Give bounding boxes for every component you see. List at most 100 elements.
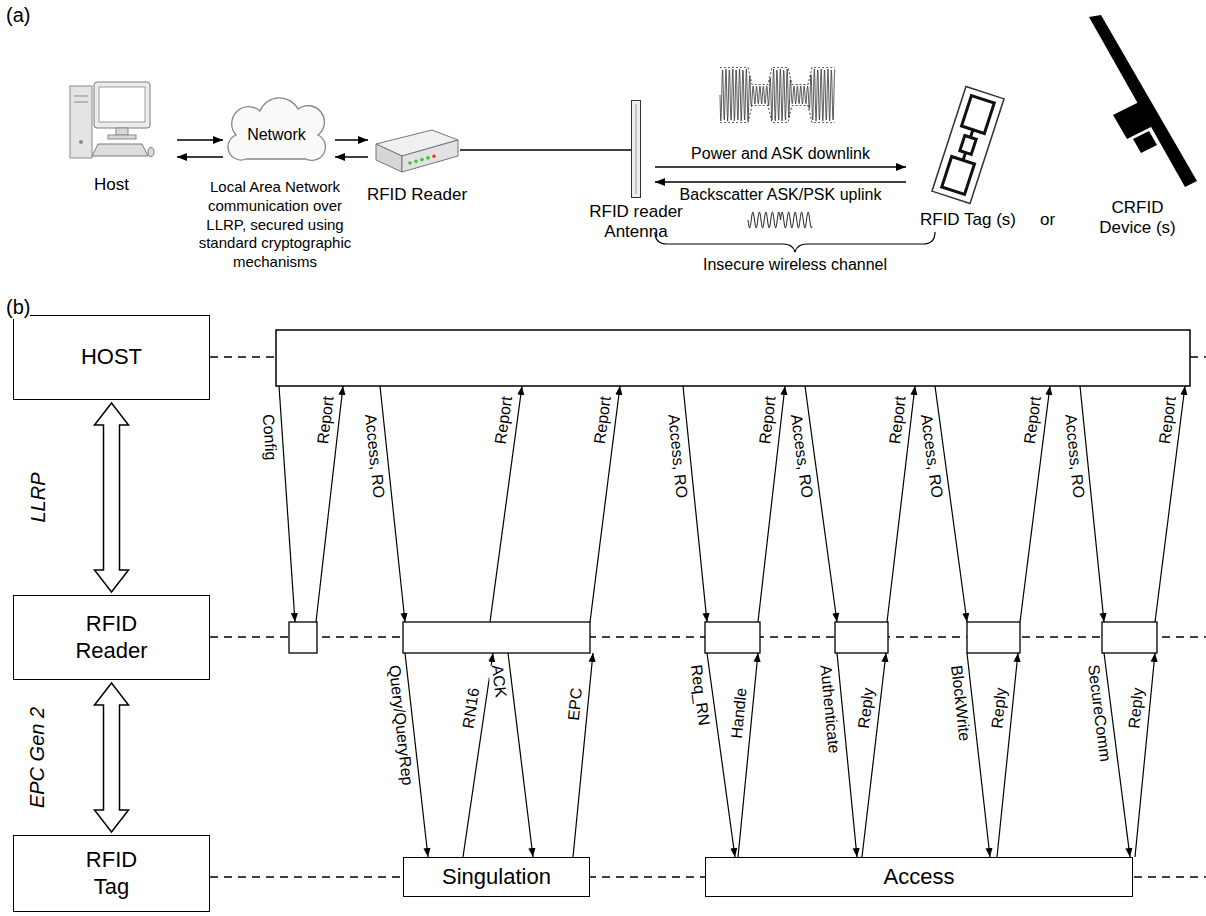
reader-activation-box bbox=[967, 622, 1020, 653]
message-label: SecureComm bbox=[1083, 664, 1114, 763]
channel-label: Insecure wireless channel bbox=[703, 256, 887, 274]
ask-waveform bbox=[720, 69, 835, 121]
message-arrow bbox=[837, 653, 857, 857]
host-activation-bar bbox=[276, 330, 1190, 386]
reader-activation-box bbox=[835, 622, 888, 653]
message-arrow bbox=[573, 653, 593, 857]
protocol-label: LLRP bbox=[27, 472, 50, 522]
message-arrow bbox=[1020, 386, 1050, 622]
message-label: Access, RO bbox=[1061, 413, 1088, 499]
message-arrow bbox=[490, 386, 522, 622]
message-arrow bbox=[805, 386, 837, 622]
message-label: BlockWrite bbox=[946, 664, 973, 742]
message-label: Reply bbox=[988, 687, 1010, 730]
panel-label: (a) bbox=[6, 4, 30, 27]
reader-activation-box bbox=[289, 622, 317, 653]
message-label: Report bbox=[1021, 395, 1045, 445]
protocol-double-arrow bbox=[95, 683, 129, 832]
reader-icon bbox=[374, 118, 460, 175]
waveform-envelope bbox=[720, 68, 835, 123]
layer-box: RFID Reader bbox=[13, 595, 210, 680]
message-label: Access, RO bbox=[664, 413, 691, 499]
message-label: Reply bbox=[1125, 687, 1147, 730]
message-arrow bbox=[738, 653, 758, 857]
box-label: Singulation bbox=[442, 864, 551, 890]
network-note: Local Area Network communication over LL… bbox=[194, 178, 356, 272]
message-arrow bbox=[707, 653, 735, 857]
edge-label: Backscatter ASK/PSK uplink bbox=[680, 186, 882, 204]
phase-box: Singulation bbox=[403, 857, 590, 897]
protocol-double-arrow bbox=[95, 403, 129, 592]
message-arrow bbox=[997, 653, 1018, 857]
message-arrow bbox=[1135, 653, 1155, 857]
message-arrow bbox=[1155, 386, 1185, 622]
box-label: Access bbox=[884, 864, 955, 890]
protocol-label: EPC Gen 2 bbox=[27, 707, 50, 808]
message-label: Authenticate bbox=[816, 664, 843, 754]
node-label: RFID Tag (s) bbox=[920, 210, 1016, 230]
antenna-icon bbox=[631, 100, 641, 198]
message-label: Handle bbox=[727, 687, 750, 739]
reader-activation-box bbox=[705, 622, 760, 653]
message-label: Access, RO bbox=[917, 413, 947, 499]
flow-arrow bbox=[655, 181, 906, 182]
message-label: Report bbox=[591, 395, 615, 445]
message-arrow bbox=[887, 386, 915, 622]
message-label: Reply bbox=[855, 687, 878, 730]
flow-arrow bbox=[335, 156, 368, 157]
message-arrow bbox=[590, 386, 620, 622]
message-label: Config bbox=[259, 413, 280, 460]
or-label: or bbox=[1040, 210, 1055, 230]
host-computer: Host bbox=[68, 80, 155, 165]
reader-activation-box bbox=[1102, 622, 1157, 653]
message-label: ACK bbox=[487, 664, 509, 699]
message-arrow bbox=[935, 386, 967, 622]
host-icon bbox=[68, 80, 155, 165]
message-arrow bbox=[1080, 386, 1104, 622]
message-arrow bbox=[380, 386, 405, 622]
message-arrows bbox=[279, 386, 1185, 857]
node-label: Host bbox=[94, 175, 129, 195]
box-label: RFID Tag bbox=[72, 847, 152, 900]
node-label: RFID reader Antenna bbox=[586, 202, 686, 243]
message-label: Report bbox=[492, 395, 517, 445]
reader-activation-box bbox=[403, 622, 590, 653]
flow-arrow bbox=[655, 166, 906, 167]
tag-icon bbox=[918, 85, 1018, 205]
cable-line bbox=[460, 149, 631, 150]
message-label: Report bbox=[886, 395, 910, 445]
message-label: EPC bbox=[564, 687, 586, 722]
node-label: Network bbox=[247, 125, 306, 144]
reader-antenna: RFID reader Antenna bbox=[631, 100, 641, 198]
message-arrow bbox=[683, 386, 707, 622]
node-label: RFID Reader bbox=[367, 185, 467, 205]
host-lifeline bbox=[1190, 356, 1206, 358]
phase-box: Access bbox=[705, 857, 1133, 897]
channel-brace bbox=[655, 232, 935, 252]
flow-arrow bbox=[177, 139, 223, 140]
message-label: RN16 bbox=[460, 687, 484, 730]
backscatter-waveform bbox=[748, 212, 812, 228]
node-label: CRFID Device (s) bbox=[1093, 198, 1183, 239]
crfid-device: CRFID Device (s) bbox=[1075, 15, 1200, 190]
flow-arrow bbox=[335, 139, 368, 140]
message-label: Report bbox=[756, 395, 780, 445]
message-label: Query/QueryRep bbox=[384, 664, 416, 786]
box-label: HOST bbox=[81, 344, 142, 370]
message-label: Report bbox=[1156, 395, 1180, 445]
crfid-icon bbox=[1075, 15, 1200, 190]
box-label: RFID Reader bbox=[72, 611, 152, 664]
message-arrow bbox=[508, 653, 533, 857]
network-cloud: Network bbox=[228, 95, 325, 175]
flow-arrow bbox=[177, 156, 223, 157]
message-arrow bbox=[967, 653, 990, 857]
panel-label: (b) bbox=[6, 296, 30, 319]
rfid-reader-device: RFID Reader bbox=[374, 118, 460, 175]
message-arrow bbox=[862, 653, 886, 857]
message-arrow bbox=[279, 386, 295, 622]
layer-box: HOST bbox=[13, 315, 210, 400]
message-label: Report bbox=[314, 395, 338, 445]
